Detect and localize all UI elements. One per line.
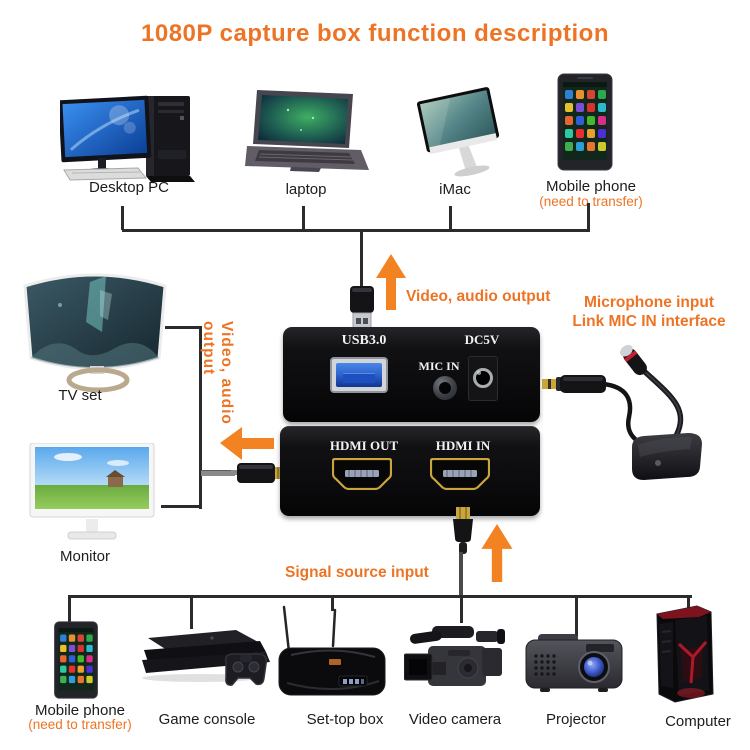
connector-bottom-stub-camera <box>460 598 463 623</box>
connector-top-stub-laptop <box>302 206 305 230</box>
link-mic-in-label: Link MIC IN interface <box>572 313 726 330</box>
page-title: 1080P capture box function description <box>141 20 609 47</box>
connector-left-vline <box>199 326 202 509</box>
connector-top-stub-phone <box>587 203 590 230</box>
connector-bottom-stub-console <box>190 598 193 629</box>
usb-port-label: USB3.0 <box>341 333 387 348</box>
connector-bottom-stub-projector <box>575 598 578 637</box>
hdmi-in-label: HDMI IN <box>435 438 491 453</box>
dc-port-label: DC5V <box>464 332 500 347</box>
tv-set-label: TV set <box>58 387 102 404</box>
hdmi-in-port <box>430 458 490 490</box>
mic-port-label: MIC IN <box>418 359 460 373</box>
connector-tv-hline <box>165 326 202 329</box>
mobile-phone-bottom-label: Mobile phone <box>34 702 126 719</box>
usb-plug-image <box>350 286 374 332</box>
usb-port <box>330 357 388 393</box>
capture-box-bottom-unit: HDMI OUT HDMI IN <box>280 426 540 516</box>
mobile-phone-bottom-image <box>54 621 98 699</box>
arrow-up-output-icon <box>376 254 406 310</box>
projector-image <box>525 634 623 692</box>
computer-tower-image <box>656 605 714 703</box>
connector-top-stub-imac <box>449 206 452 230</box>
connector-bottom-hline <box>68 595 692 598</box>
hdmi-out-label: HDMI OUT <box>329 438 399 453</box>
laptop-label: laptop <box>285 181 327 198</box>
video-camera-label: Video camera <box>408 711 502 728</box>
imac-label: iMac <box>439 181 471 198</box>
mic-jack-port <box>433 376 457 400</box>
microphone-image <box>542 344 702 480</box>
monitor-image <box>29 443 155 540</box>
arrow-left-output-icon <box>220 427 274 460</box>
usb-cable-top <box>360 231 363 288</box>
imac-image <box>416 87 500 177</box>
hdmi-cable-left <box>201 470 235 476</box>
microphone-input-label: Microphone input <box>583 294 714 311</box>
mobile-phone-top-sublabel: (need to transfer) <box>539 194 643 209</box>
video-camera-image <box>404 626 505 686</box>
dc-port <box>468 356 498 401</box>
mobile-phone-top-label: Mobile phone <box>545 178 637 195</box>
connector-top-hline <box>122 229 590 232</box>
mobile-phone-bottom-sublabel: (need to transfer) <box>28 717 132 732</box>
game-console-label: Game console <box>158 711 256 728</box>
hdmi-out-port <box>332 458 392 490</box>
desktop-pc-label: Desktop PC <box>88 179 170 196</box>
connector-monitor-hline <box>161 505 201 508</box>
tv-set-image <box>23 273 167 393</box>
video-audio-output-top-label: Video, audio output <box>406 288 551 305</box>
projector-label: Projector <box>545 711 607 728</box>
hdmi-cable-bottom <box>459 552 463 597</box>
capture-box-top-unit: USB3.0 MIC IN DC5V <box>283 327 540 422</box>
connector-top-stub-desktop <box>121 206 124 230</box>
connector-bottom-stub-computer <box>687 598 690 611</box>
laptop-image <box>245 90 369 172</box>
connector-bottom-stub-phone <box>68 598 71 624</box>
signal-source-input-label: Signal source input <box>285 564 429 581</box>
set-top-box-image <box>278 605 386 696</box>
game-console-image <box>142 630 270 686</box>
video-audio-output-left-label: Video, audio output <box>200 321 235 425</box>
hdmi-plug-bottom-image <box>453 507 473 554</box>
arrow-up-input-icon <box>481 524 513 582</box>
mobile-phone-top-image <box>557 73 613 171</box>
computer-label: Computer <box>665 713 731 730</box>
connector-bottom-stub-settop <box>331 598 334 611</box>
desktop-pc-image <box>60 95 195 182</box>
monitor-label: Monitor <box>59 548 111 565</box>
set-top-box-label: Set-top box <box>306 711 384 728</box>
